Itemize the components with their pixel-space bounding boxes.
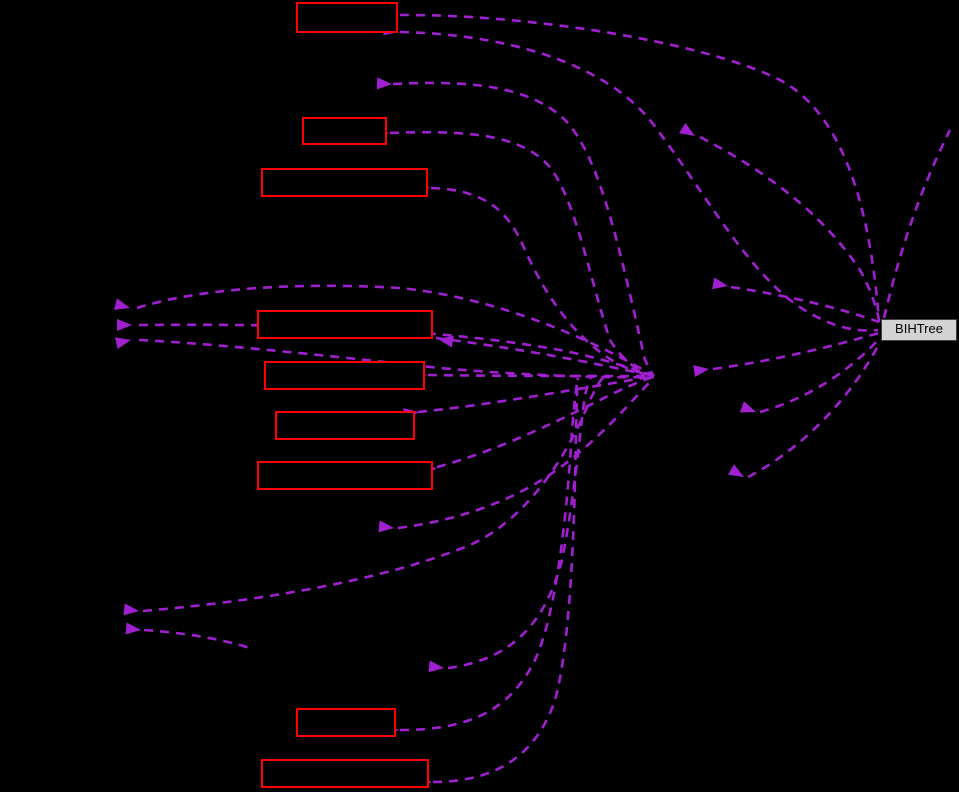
- graph-node-0[interactable]: [296, 2, 398, 33]
- graph-node-1[interactable]: [302, 117, 387, 145]
- edge-right-3: [759, 339, 879, 414]
- graph-node-3[interactable]: [257, 310, 433, 339]
- graph-node-6[interactable]: [257, 461, 433, 490]
- arrowhead-orphan-upper: [376, 77, 392, 90]
- edge-to-node-second: [389, 130, 654, 378]
- root-node-label: BIHTree: [895, 321, 943, 336]
- arrowhead-group: [113, 9, 756, 789]
- arrowhead-orphan-lower-a: [123, 603, 139, 616]
- edge-right-2: [712, 331, 880, 371]
- arrowhead-orphan-lower-c: [428, 660, 444, 673]
- edge-to-node-mid-3: [417, 375, 655, 414]
- edge-group: [136, 13, 952, 784]
- arrowhead-right-1: [712, 277, 728, 290]
- graph-node-2[interactable]: [261, 168, 428, 197]
- arrowhead-right-3: [739, 401, 756, 413]
- graph-node-8[interactable]: [261, 759, 429, 788]
- edge-to-node-top-b: [399, 30, 879, 332]
- arrowhead-orphan-left-b: [117, 319, 132, 331]
- arrowhead-node-mid-1: [438, 335, 454, 348]
- graph-root-node-bihtree[interactable]: BIHTree: [881, 319, 957, 341]
- arrowhead-right-2: [693, 365, 709, 378]
- edge-to-node-mid-4: [436, 375, 655, 469]
- edge-to-orphan-mid: [397, 381, 651, 530]
- arrowhead-orphan-lower-b: [125, 622, 141, 635]
- edge-to-node-mid-1: [435, 336, 655, 378]
- edge-to-orphan-lower-b: [143, 628, 251, 650]
- graph-node-4[interactable]: [264, 361, 425, 390]
- arrowhead-orphan-left-a: [113, 298, 130, 310]
- edge-to-orphan-left-a: [136, 284, 655, 378]
- arrowhead-right-upper-1: [679, 122, 695, 136]
- edge-right-upper-2: [882, 129, 952, 319]
- arrowhead-right-4: [728, 464, 744, 477]
- graph-node-5[interactable]: [275, 411, 415, 440]
- edge-right-upper-1: [699, 135, 881, 321]
- edge-right-1: [730, 285, 880, 324]
- edge-to-orphan-left-c: [138, 338, 655, 379]
- edge-right-4: [747, 341, 882, 479]
- edge-to-orphan-lower-a: [142, 376, 604, 613]
- edge-to-node-top-a: [399, 13, 881, 323]
- graph-node-7[interactable]: [296, 708, 396, 737]
- edge-to-node-mid-2: [427, 373, 655, 378]
- arrowhead-orphan-mid: [378, 520, 394, 533]
- edge-to-orphan-left-b: [138, 323, 655, 378]
- arrowhead-orphan-left-c: [115, 337, 131, 349]
- edge-to-node-bottom-b: [432, 377, 580, 784]
- edge-to-node-bottom-a: [399, 377, 580, 732]
- edge-to-orphan-upper: [392, 81, 655, 377]
- edge-to-orphan-lower-c: [447, 376, 593, 670]
